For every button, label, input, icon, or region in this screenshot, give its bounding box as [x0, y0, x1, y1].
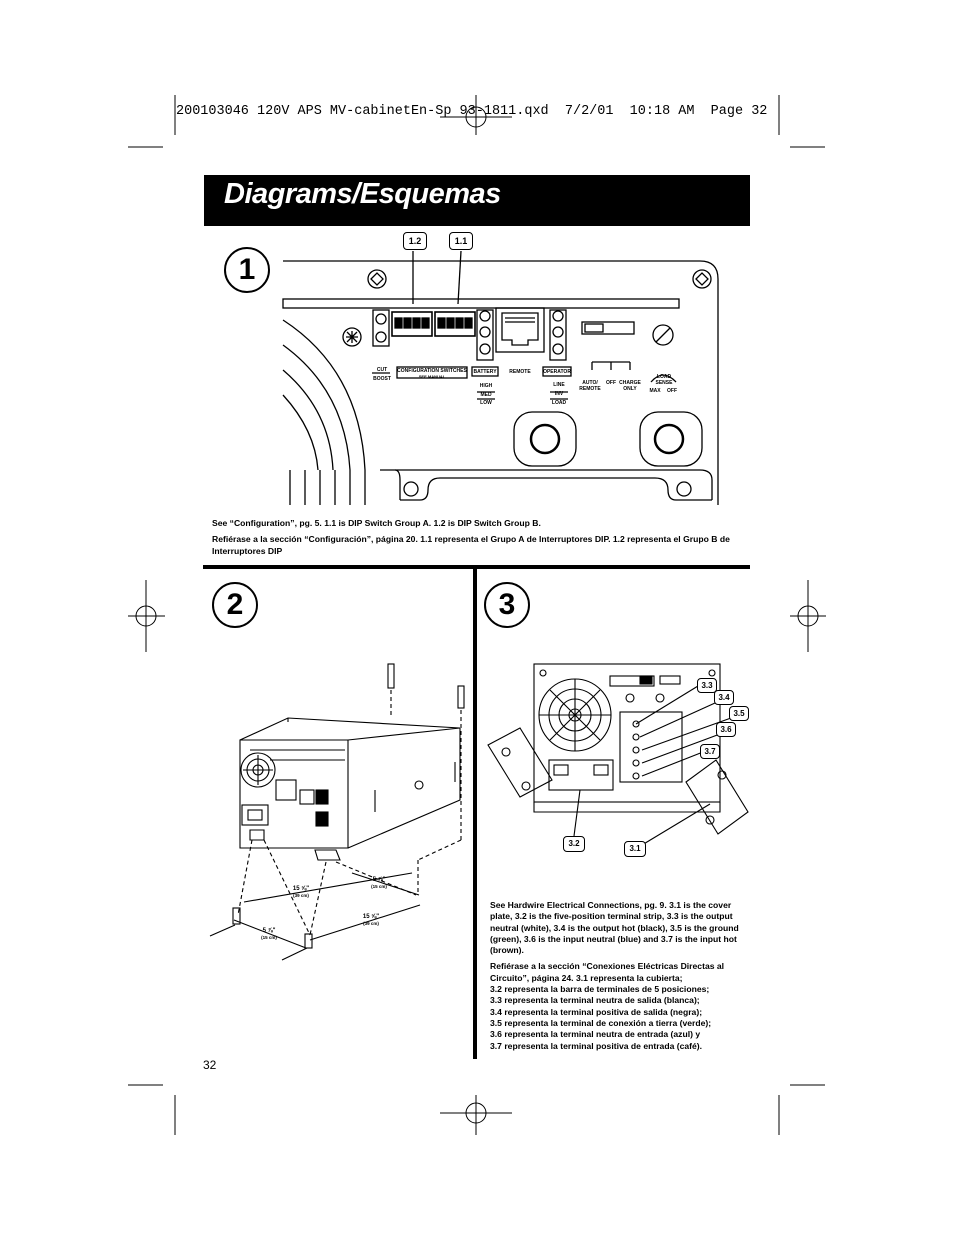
callout-1-1: 1.1: [449, 232, 473, 250]
label-low: LOW: [480, 400, 492, 406]
label-line: LINE: [553, 382, 565, 388]
dim-2-cm: (15 cm): [371, 884, 387, 889]
caption-3-english: See Hardwire Electrical Connections, pg.…: [490, 900, 739, 956]
diagram-1-caption: See “Configuration”, pg. 5. 1.1 is DIP S…: [212, 518, 732, 562]
label-boost: BOOST: [373, 376, 391, 382]
page-number: 32: [203, 1058, 217, 1072]
label-off: OFF: [606, 380, 616, 386]
label-load-sense: LOAD SENSE: [655, 374, 673, 386]
label-high: HIGH: [479, 383, 493, 389]
callout-3-3: 3.3: [697, 678, 717, 693]
label-operator: OPERATOR: [543, 369, 571, 375]
callout-1-2: 1.2: [403, 232, 427, 250]
caption-3-spanish: Refiérase a la sección “Conexiones Eléct…: [490, 961, 752, 1051]
diagram-1-number: 1: [224, 247, 270, 293]
caption-3-spanish-line: 3.7 representa la terminal positiva de e…: [490, 1040, 703, 1051]
dim-2: 5 ⅞": [372, 877, 386, 883]
callout-3-7: 3.7: [700, 744, 720, 759]
label-battery: BATTERY: [473, 369, 497, 375]
label-auto-remote: AUTO/ REMOTE: [579, 380, 601, 392]
caption-3-spanish-line: Refiérase a la sección “Conexiones Eléct…: [490, 961, 725, 983]
callout-3-2: 3.2: [563, 836, 585, 852]
title-bar: Diagrams/Esquemas: [204, 175, 750, 226]
dim-3: 15 ⅝": [362, 914, 380, 920]
label-off-2: OFF: [667, 388, 677, 394]
callout-3-1: 3.1: [624, 841, 646, 857]
caption-3-spanish-line: 3.2 representa la barra de terminales de…: [490, 984, 710, 995]
callout-3-5: 3.5: [729, 706, 749, 721]
label-med: MED: [480, 392, 492, 398]
caption-3-spanish-line: 3.3 representa la terminal neutra de sal…: [490, 995, 700, 1006]
dim-3-cm: (39 cm): [363, 921, 379, 926]
label-config-sub: SEE MANUAL: [418, 374, 446, 379]
callout-3-4: 3.4: [714, 690, 734, 705]
column-divider: [473, 567, 477, 1059]
caption-1-spanish: Refiérase a la sección “Configuración”, …: [212, 534, 730, 556]
label-load: LOAD: [551, 400, 567, 406]
caption-3-spanish-line: 3.4 representa la terminal positiva de s…: [490, 1006, 703, 1017]
label-cut: CUT: [376, 367, 388, 373]
slug-line: 200103046 120V APS MV-cabinetEn-Sp 93-18…: [176, 104, 768, 119]
label-inv: INV: [554, 391, 564, 397]
diagram-2-number: 2: [212, 582, 258, 628]
dim-4-cm: (15 cm): [261, 935, 277, 940]
page-title: Diagrams/Esquemas: [224, 178, 501, 210]
caption-1-english: See “Configuration”, pg. 5. 1.1 is DIP S…: [212, 518, 541, 528]
label-max: MAX: [649, 388, 661, 394]
label-remote: REMOTE: [509, 369, 531, 375]
dim-1-cm: (39 cm): [293, 893, 309, 898]
label-config-switches: CONFIGURATION SWITCHES: [397, 368, 467, 374]
dim-1: 15 ⅝": [292, 886, 310, 892]
caption-3-spanish-line: 3.6 representa la terminal neutra de ent…: [490, 1029, 701, 1040]
label-charge-only: CHARGE ONLY: [619, 380, 641, 392]
callout-3-6: 3.6: [716, 722, 736, 737]
diagram-3-number: 3: [484, 582, 530, 628]
diagram-3-caption: See Hardwire Electrical Connections, pg.…: [490, 900, 752, 1052]
dim-4: 5 ⅞": [262, 928, 276, 934]
caption-3-spanish-line: 3.5 representa la terminal de conexión a…: [490, 1017, 712, 1028]
